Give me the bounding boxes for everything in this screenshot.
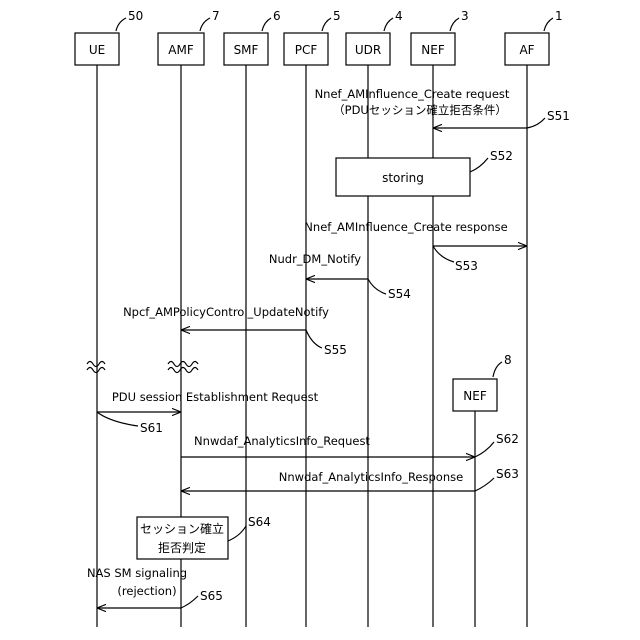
step-label: S52 <box>490 149 513 163</box>
break-mark-amf <box>168 362 198 373</box>
message-s63: Nnwdaf_AnalyticsInfo_Response S63 <box>181 467 519 491</box>
message-label: Nnef_AMInfluence_Create response <box>304 220 507 234</box>
message-label: Nnwdaf_AnalyticsInfo_Response <box>279 470 463 484</box>
process-label: storing <box>382 171 424 185</box>
entity-label: UDR <box>355 43 381 57</box>
message-label: Nnwdaf_AnalyticsInfo_Request <box>194 434 370 448</box>
entity-nef: NEF <box>411 33 455 65</box>
entity-label: AMF <box>168 43 194 57</box>
step-label: S63 <box>496 467 519 481</box>
step-label: S61 <box>140 421 163 435</box>
step-label: S64 <box>248 515 271 529</box>
ref-number: 8 <box>504 353 512 367</box>
message-label: (rejection) <box>117 584 176 598</box>
step-label: S54 <box>388 287 411 301</box>
entity-amf: AMF <box>158 33 204 65</box>
entity-label: AF <box>519 43 534 57</box>
step-label: S51 <box>547 109 570 123</box>
message-s61: PDU session Establishment Request S61 <box>97 390 319 435</box>
ref-number: 5 <box>333 9 341 23</box>
step-label: S65 <box>200 589 223 603</box>
message-label: Nnef_AMInfluence_Create request <box>315 87 510 101</box>
step-label: S62 <box>496 432 519 446</box>
entity-af: AF <box>505 33 549 65</box>
entity-label: NEF <box>463 389 487 403</box>
entity-ue: UE <box>75 33 119 65</box>
entity-label: UE <box>89 43 105 57</box>
ref-number: 1 <box>555 9 563 23</box>
message-label: Nudr_DM_Notify <box>269 252 361 266</box>
ref-number: 50 <box>128 9 143 23</box>
entity-label: PCF <box>295 43 318 57</box>
ref-number: 4 <box>395 9 403 23</box>
entity-udr: UDR <box>346 33 390 65</box>
entity-smf: SMF <box>224 33 268 65</box>
process-s52: storing S52 <box>336 149 513 196</box>
message-s51: Nnef_AMInfluence_Create request （PDUセッショ… <box>315 87 570 128</box>
message-s65: NAS SM signaling (rejection) S65 <box>87 566 223 608</box>
message-label: NAS SM signaling <box>87 566 187 580</box>
entity-nef2: NEF <box>453 379 497 411</box>
ref-number: 6 <box>273 9 281 23</box>
entity-pcf: PCF <box>284 33 328 65</box>
message-label: Npcf_AMPolicyControl_UpdateNotify <box>123 305 329 319</box>
message-s62: Nnwdaf_AnalyticsInfo_Request S62 <box>181 432 519 457</box>
message-s54: Nudr_DM_Notify S54 <box>269 252 411 301</box>
ref-number: 7 <box>212 9 220 23</box>
process-label: セッション確立 <box>140 521 224 536</box>
step-label: S55 <box>324 343 347 357</box>
message-label: （PDUセッション確立拒否条件） <box>333 103 507 117</box>
message-s55: Npcf_AMPolicyControl_UpdateNotify S55 <box>123 305 347 357</box>
break-mark-ue <box>87 362 105 373</box>
entity-label: NEF <box>421 43 445 57</box>
process-s64: セッション確立 拒否判定 S64 <box>137 515 271 559</box>
step-label: S53 <box>455 259 478 273</box>
message-label: PDU session Establishment Request <box>112 390 319 404</box>
ref-number: 3 <box>461 9 469 23</box>
entity-label: SMF <box>234 43 259 57</box>
process-label: 拒否判定 <box>158 540 206 555</box>
